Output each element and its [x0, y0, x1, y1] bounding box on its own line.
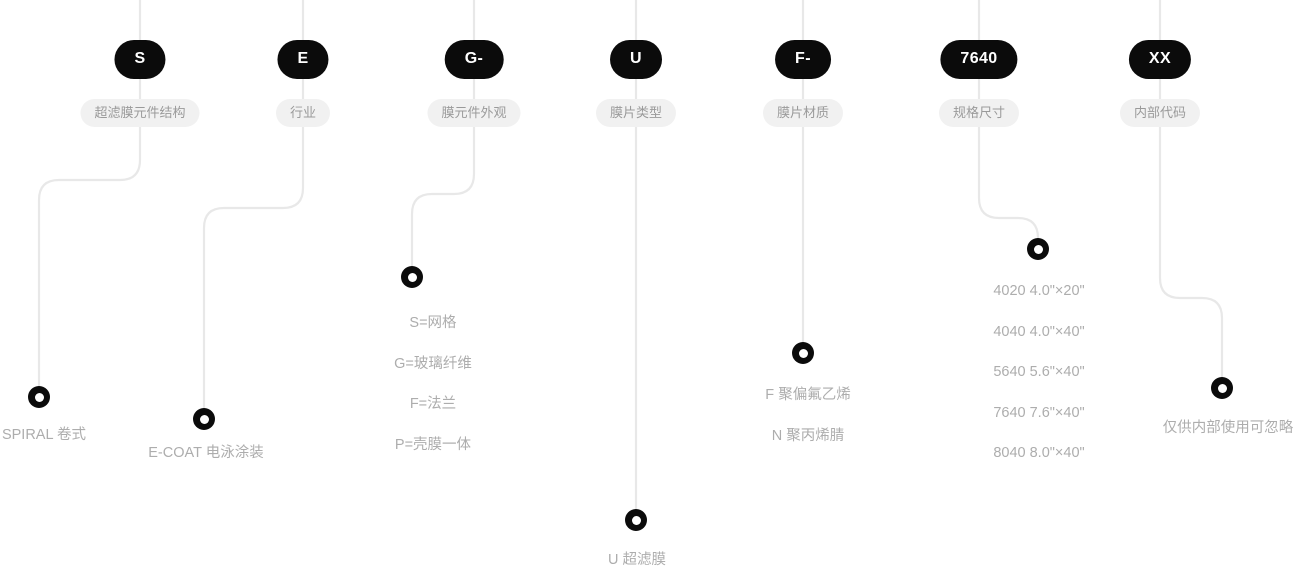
value-item: SPIRAL 卷式: [1, 427, 87, 443]
value-item: 4020 4.0"×20": [993, 283, 1085, 299]
code-pill-membrane-type[interactable]: U: [610, 40, 662, 79]
category-bubble-structure[interactable]: 超滤膜元件结构: [80, 99, 200, 127]
category-bubble-spec-size[interactable]: 规格尺寸: [938, 99, 1020, 127]
endpoint-dot-membrane-material: [792, 342, 814, 364]
code-pill-industry[interactable]: E: [277, 40, 329, 79]
code-pill-spec-size[interactable]: 7640: [940, 40, 1018, 79]
endpoint-dot-membrane-type: [625, 509, 647, 531]
code-pill-structure[interactable]: S: [114, 40, 166, 79]
value-list-appearance: S=网格 G=玻璃纤维 F=法兰 P=壳膜一体: [394, 316, 472, 452]
value-item: N 聚丙烯腈: [771, 427, 845, 444]
value-list-spec-size: 4020 4.0"×20" 4040 4.0"×40" 5640 5.6"×40…: [993, 284, 1084, 461]
code-pill-membrane-material[interactable]: F-: [775, 40, 831, 79]
value-item: U 超滤膜: [608, 552, 666, 568]
value-item: G=玻璃纤维: [394, 355, 472, 372]
value-item: 7640 7.6"×40": [993, 404, 1085, 421]
value-item: F=法兰: [409, 396, 457, 412]
endpoint-dot-spec-size: [1027, 238, 1049, 260]
value-list-membrane-type: U 超滤膜: [608, 553, 666, 568]
category-bubble-membrane-material[interactable]: 膜片材质: [762, 99, 844, 127]
endpoint-dot-internal-code: [1211, 377, 1233, 399]
value-item: F 聚偏氟乙烯: [765, 387, 851, 403]
category-bubble-internal-code[interactable]: 内部代码: [1119, 99, 1201, 127]
value-item: 5640 5.6"×40": [993, 364, 1085, 380]
category-bubble-membrane-type[interactable]: 膜片类型: [595, 99, 677, 127]
endpoint-dot-industry: [193, 408, 215, 430]
endpoint-dot-structure: [28, 386, 50, 408]
value-list-structure: SPIRAL 卷式: [2, 428, 86, 443]
value-item: 仅供内部使用可忽略: [1162, 420, 1294, 436]
value-list-internal-code: 仅供内部使用可忽略: [1163, 421, 1294, 436]
value-item: E-COAT 电泳涂装: [148, 445, 264, 461]
code-pill-internal-code[interactable]: XX: [1128, 40, 1192, 79]
value-item: P=壳膜一体: [394, 436, 472, 453]
value-list-membrane-material: F 聚偏氟乙烯 N 聚丙烯腈: [765, 388, 850, 443]
endpoint-dot-appearance: [401, 266, 423, 288]
value-item: 4040 4.0"×40": [993, 323, 1085, 340]
value-list-industry: E-COAT 电泳涂装: [148, 446, 263, 461]
category-bubble-industry[interactable]: 行业: [275, 99, 331, 127]
value-item: S=网格: [409, 315, 457, 331]
code-pill-appearance[interactable]: G-: [444, 40, 504, 79]
value-item: 8040 8.0"×40": [993, 445, 1085, 461]
category-bubble-appearance[interactable]: 膜元件外观: [427, 99, 521, 127]
